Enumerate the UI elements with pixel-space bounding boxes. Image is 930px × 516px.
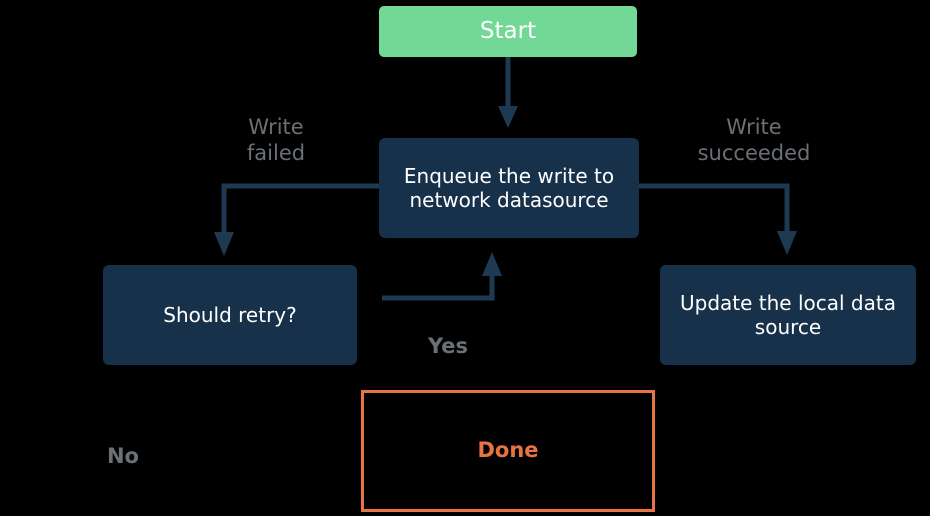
edge-label-write-succeeded: Write succeeded (697, 115, 811, 166)
node-update-local-data-source[interactable]: Update the local data source (660, 265, 916, 365)
node-done[interactable]: Done (361, 390, 655, 512)
edge-label-write-failed: Write failed (246, 115, 306, 166)
edge-enqueue-to-update-local (639, 183, 797, 255)
edge-label-yes: Yes (427, 334, 469, 358)
edge-start-to-enqueue (498, 57, 518, 128)
edge-enqueue-to-should-retry (214, 183, 379, 256)
node-enqueue-write[interactable]: Enqueue the write to network datasource (379, 138, 639, 238)
edge-should-retry-yes-to-enqueue (382, 252, 502, 301)
node-should-retry[interactable]: Should retry? (103, 265, 357, 365)
node-start[interactable]: Start (379, 6, 637, 57)
edge-label-no: No (106, 444, 139, 468)
